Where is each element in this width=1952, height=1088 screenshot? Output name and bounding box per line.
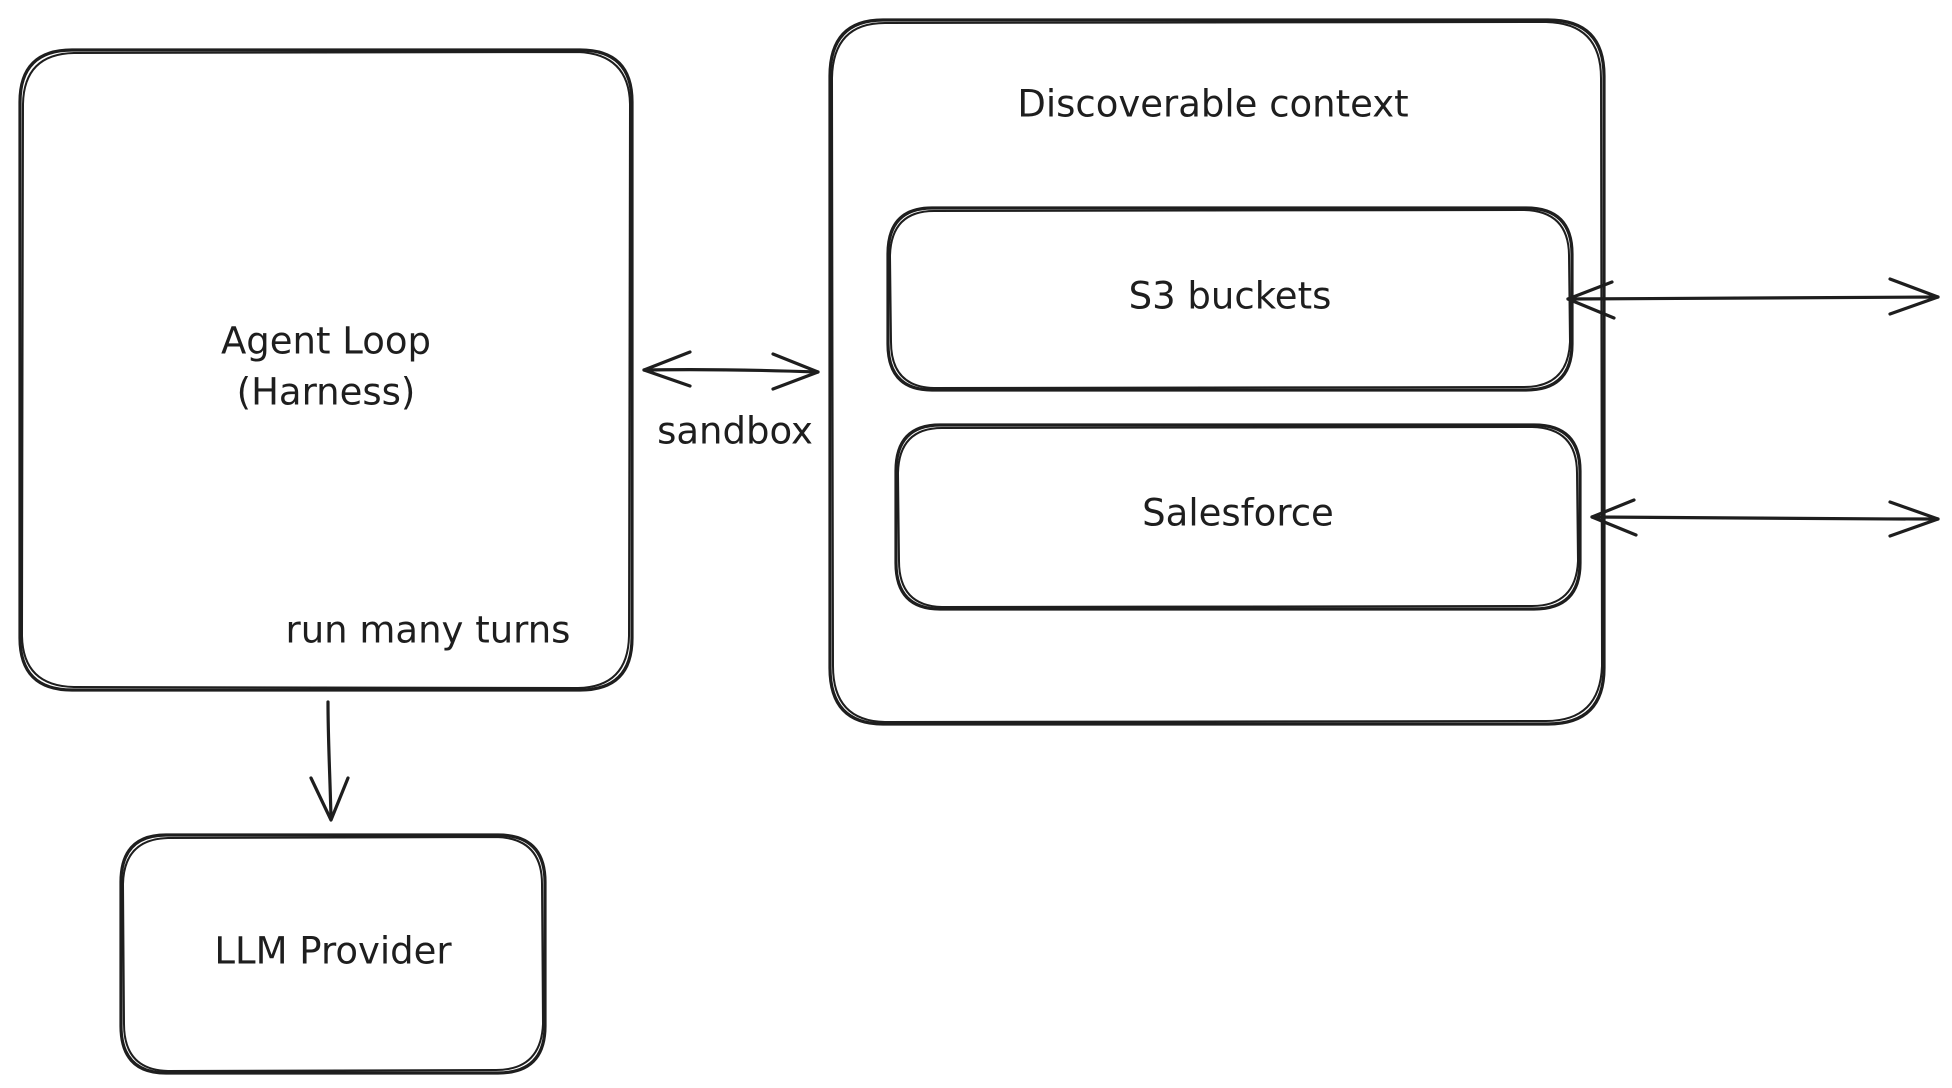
s3-buckets-label: S3 buckets: [1129, 275, 1332, 318]
sandbox-label: sandbox: [657, 410, 813, 453]
llm-provider-label: LLM Provider: [214, 930, 452, 973]
s3-buckets-box: S3 buckets: [886, 206, 1574, 392]
salesforce-external-arrow: [1590, 498, 1940, 538]
agent-to-llm-arrow: [309, 700, 350, 822]
discoverable-context-box: Discoverable context: [828, 18, 1606, 726]
agent-loop-box: Agent Loop (Harness) run many turns: [18, 48, 634, 692]
discoverable-context-title: Discoverable context: [1017, 83, 1408, 126]
agent-loop-note: run many turns: [286, 609, 571, 652]
llm-provider-box: LLM Provider: [119, 833, 547, 1075]
agent-loop-title-line1: Agent Loop: [221, 320, 431, 363]
salesforce-box: Salesforce: [894, 423, 1582, 611]
sandbox-arrow: sandbox: [642, 350, 820, 453]
salesforce-label: Salesforce: [1142, 492, 1334, 535]
s3-external-arrow: [1566, 277, 1940, 320]
agent-loop-title-line2: (Harness): [237, 371, 416, 414]
